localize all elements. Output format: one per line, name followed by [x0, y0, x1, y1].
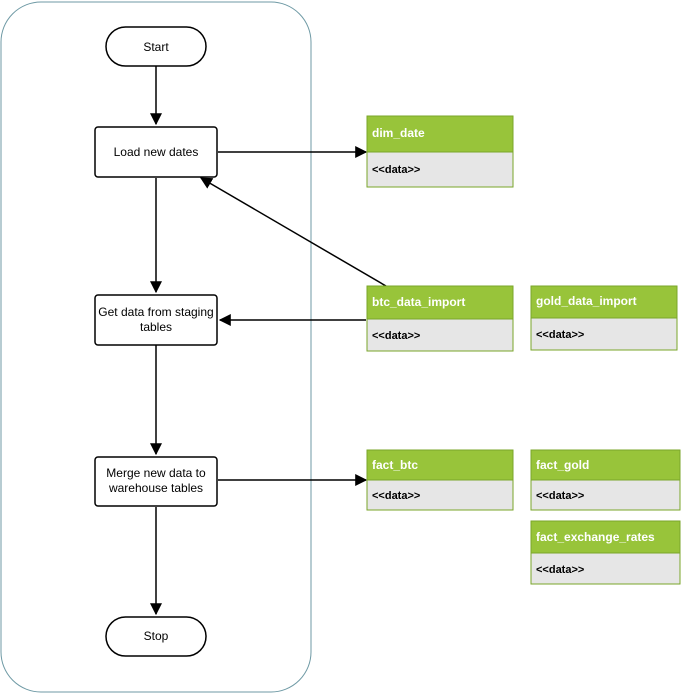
load-new-dates-node: Load new dates: [94, 126, 218, 178]
connectors: [150, 66, 387, 616]
table-fact-gold-title: fact_gold: [536, 458, 589, 472]
table-fact-gold-body: <<data>>: [536, 490, 584, 502]
get-data-label-line2: tables: [140, 320, 172, 334]
process-container: [0, 1, 312, 693]
table-fact-btc-body: <<data>>: [372, 490, 420, 502]
table-fact-gold: fact_gold <<data>>: [530, 449, 681, 511]
get-data-label-line1: Get data from staging: [98, 305, 213, 319]
table-dim-date: dim_date <<data>>: [366, 115, 514, 188]
table-btc-data-import: btc_data_import <<data>>: [366, 285, 514, 352]
table-dim-date-body: <<data>>: [372, 164, 420, 176]
stop-node: Stop: [105, 616, 207, 657]
table-fact-btc-title: fact_btc: [372, 458, 418, 472]
load-new-dates-label: Load new dates: [114, 145, 199, 159]
get-data-node: Get data from staging tables: [94, 294, 218, 346]
table-gold-data-import-title: gold_data_import: [536, 294, 637, 308]
arrow-btc-to-load: [199, 177, 387, 287]
start-node: Start: [105, 26, 207, 67]
table-fact-btc: fact_btc <<data>>: [366, 449, 514, 511]
table-fact-exchange-rates-body: <<data>>: [536, 564, 584, 576]
table-btc-data-import-title: btc_data_import: [372, 295, 465, 309]
table-gold-data-import-body: <<data>>: [536, 329, 584, 341]
start-label: Start: [143, 40, 169, 54]
table-btc-data-import-body: <<data>>: [372, 330, 420, 342]
table-fact-exchange-rates: fact_exchange_rates <<data>>: [530, 520, 681, 585]
table-gold-data-import: gold_data_import <<data>>: [530, 285, 678, 351]
merge-label-line1: Merge new data to: [106, 466, 206, 480]
table-fact-exchange-rates-title: fact_exchange_rates: [536, 530, 655, 544]
table-dim-date-title: dim_date: [372, 126, 425, 140]
merge-label-line2: warehouse tables: [108, 481, 203, 495]
stop-label: Stop: [144, 629, 169, 643]
merge-node: Merge new data to warehouse tables: [94, 456, 218, 507]
